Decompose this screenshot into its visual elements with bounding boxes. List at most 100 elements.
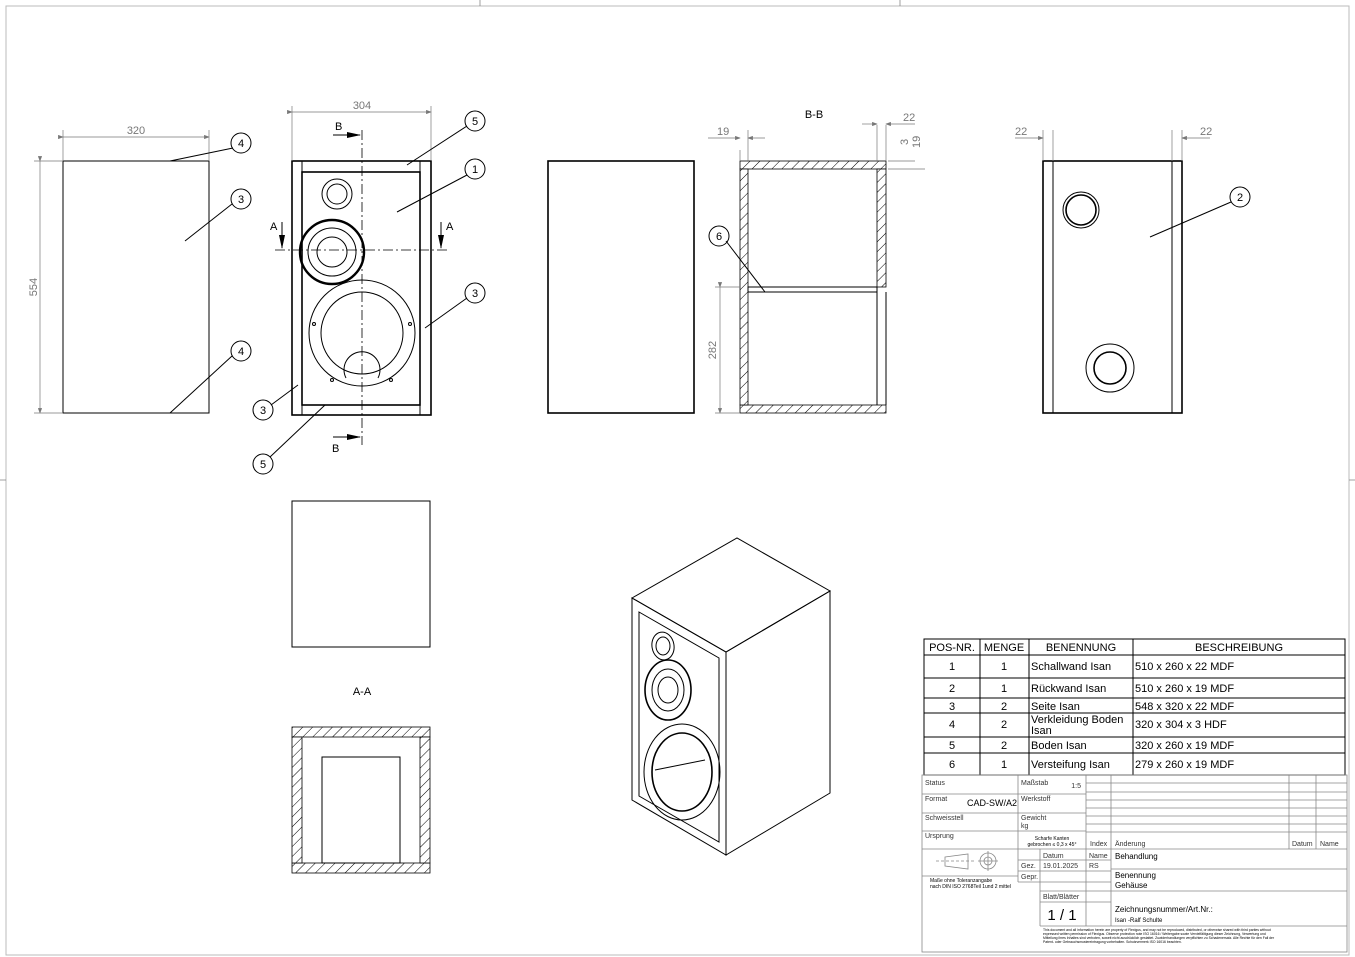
label: 4 xyxy=(238,138,244,150)
label: 282 xyxy=(707,341,719,359)
label: CAD-SW/A2 xyxy=(967,798,1017,808)
label: expressed written permission of Flexigus… xyxy=(1043,932,1266,936)
label: 1 xyxy=(949,661,955,673)
section-aa-view: A-A xyxy=(291,686,431,874)
label: 22 xyxy=(1200,126,1212,138)
label: 510 x 260 x 22 MDF xyxy=(1135,661,1234,673)
balloon: 3 xyxy=(464,282,486,304)
label: Patent- oder Gebrauchsmustereintragung v… xyxy=(1043,940,1182,944)
label: kg xyxy=(1021,823,1029,830)
label: Behandlung xyxy=(1115,852,1158,861)
label: 3 xyxy=(899,139,911,145)
label: Maßstab xyxy=(1021,780,1048,787)
balloon: 3 xyxy=(230,188,252,210)
label: gebrochen ≤ 0,3 x 45° xyxy=(1028,842,1077,848)
label: Boden Isan xyxy=(1031,740,1087,752)
label: Schweisstell xyxy=(925,815,964,822)
front-view: B B A A 304 5 1 3 3 5 xyxy=(252,100,486,475)
label: nach DIN ISO 2768Teil 1und 2 mittel xyxy=(930,884,1011,890)
section-b-label: B xyxy=(335,121,342,133)
section-bb-view: B-B 19 22 3 19 282 6 xyxy=(707,109,925,414)
label: Seite Isan xyxy=(1031,701,1080,713)
section-b-label: B xyxy=(332,443,339,455)
label: POS-NR. xyxy=(929,642,975,654)
label: 1 xyxy=(1001,759,1007,771)
section-title: A-A xyxy=(353,686,372,698)
label: Blatt/Blätter xyxy=(1043,894,1080,901)
label: 3 xyxy=(472,288,478,300)
label: 548 x 320 x 22 MDF xyxy=(1135,701,1234,713)
dim-width: 320 xyxy=(127,125,145,137)
label: Benennung xyxy=(1115,871,1156,880)
bottom-view xyxy=(291,500,431,648)
label: 5 xyxy=(949,740,955,752)
isometric-view xyxy=(630,537,831,856)
label: 2 xyxy=(1001,740,1007,752)
label: Gewicht xyxy=(1021,815,1046,822)
label: 6 xyxy=(716,231,722,243)
dim-width: 304 xyxy=(353,100,371,112)
label: Ursprung xyxy=(925,833,954,840)
label: 3 xyxy=(949,701,955,713)
midrange-driver xyxy=(298,218,366,286)
label: 5 xyxy=(260,459,266,471)
label: Scharfe Kanten xyxy=(1035,836,1070,842)
label: 320 x 260 x 19 MDF xyxy=(1135,740,1234,752)
bom-row: 3 2 Seite Isan 548 x 320 x 22 MDF xyxy=(949,701,1234,713)
label: 3 xyxy=(238,194,244,206)
sheet-number: 1 / 1 xyxy=(1047,907,1076,924)
label: This document and all information herein… xyxy=(1043,928,1271,932)
label: Maße ohne Toleranzangabe xyxy=(930,878,992,884)
label: 6 xyxy=(949,759,955,771)
label: 510 x 260 x 19 MDF xyxy=(1135,683,1234,695)
label: Verkleidung Boden xyxy=(1031,714,1123,726)
label: MENGE xyxy=(984,642,1024,654)
label: 19.01.2025 xyxy=(1043,863,1078,870)
label: Versteifung Isan xyxy=(1031,759,1110,771)
label: 320 x 304 x 3 HDF xyxy=(1135,719,1227,731)
label: 22 xyxy=(903,112,915,124)
balloon: 3 xyxy=(252,399,274,421)
label: 2 xyxy=(1237,192,1243,204)
left-side-view: 320 554 4 3 4 xyxy=(28,125,252,414)
balloon: 5 xyxy=(464,110,486,132)
label: 19 xyxy=(717,126,729,138)
label: Name xyxy=(1089,853,1108,860)
label: Rückwand Isan xyxy=(1031,683,1106,695)
label: 3 xyxy=(260,405,266,417)
label: 1 xyxy=(472,164,478,176)
label: 2 xyxy=(1001,701,1007,713)
label: Änderung xyxy=(1115,840,1145,848)
label: Schallwand Isan xyxy=(1031,661,1111,673)
projection-symbol-icon xyxy=(936,851,998,871)
section-a-label: A xyxy=(270,221,278,233)
label: Werkstoff xyxy=(1021,796,1050,803)
dim-height: 554 xyxy=(28,278,40,296)
label: 19 xyxy=(911,136,923,148)
label: Index xyxy=(1090,841,1108,848)
label: Datum xyxy=(1043,853,1064,860)
balloon: 2 xyxy=(1229,186,1251,208)
drawing-number: Isan -Ralf Schulte xyxy=(1115,918,1163,924)
label: BENENNUNG xyxy=(1046,642,1116,654)
label: 22 xyxy=(1015,126,1027,138)
title-block: Status Maßstab 1:5 Format CAD-SW/A2 Werk… xyxy=(921,774,1348,953)
balloon: 4 xyxy=(230,132,252,154)
right-side-view xyxy=(547,160,695,414)
label: 4 xyxy=(238,346,244,358)
label: Mitteilung ihres Inhaltes sind verboten,… xyxy=(1043,936,1275,940)
drawing-title: Gehäuse xyxy=(1115,881,1148,890)
label: Gez. xyxy=(1021,863,1036,870)
label: 1 xyxy=(1001,683,1007,695)
rear-view: 22 22 2 xyxy=(1015,126,1251,414)
label: Status xyxy=(925,780,945,787)
label: Gepr. xyxy=(1021,874,1038,881)
label: 1:5 xyxy=(1071,783,1081,790)
balloon: 1 xyxy=(464,158,486,180)
label: Datum xyxy=(1292,841,1313,848)
